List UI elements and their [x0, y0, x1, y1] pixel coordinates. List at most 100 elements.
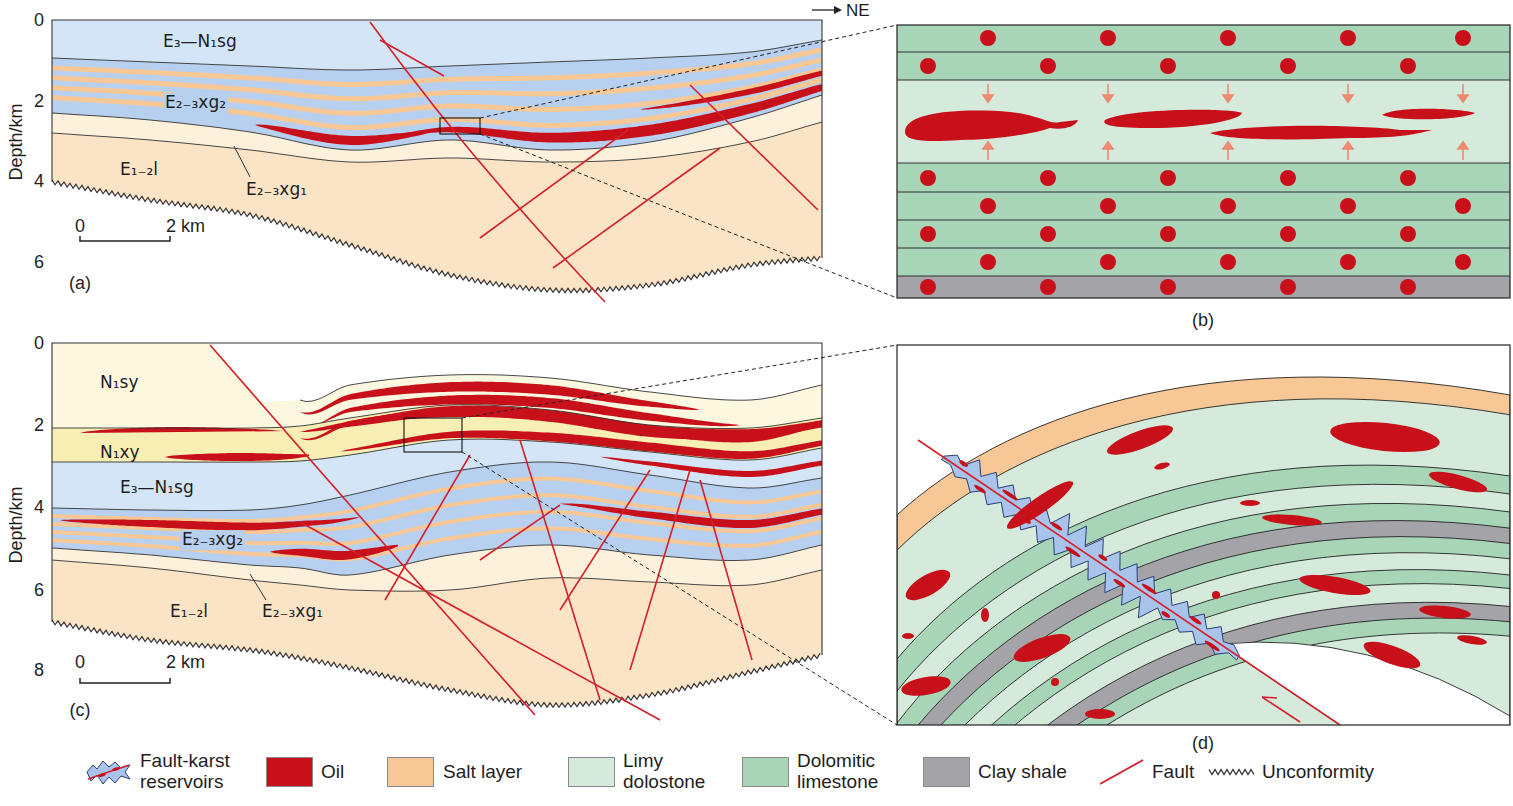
legend-symbol	[112, 766, 121, 772]
panel-frame	[897, 345, 1510, 725]
migration-arrow	[1343, 142, 1353, 149]
stratum-boundary	[52, 122, 822, 162]
oil-droplet	[920, 226, 936, 242]
oil-lens	[981, 608, 989, 622]
oil-droplet	[1340, 198, 1356, 214]
stratum-boundary	[52, 405, 822, 429]
legend-swatch	[923, 757, 970, 787]
section-b-strata	[897, 25, 1510, 52]
salt-layer	[52, 528, 822, 559]
stratum-fill	[52, 20, 822, 70]
oil-lens	[1010, 628, 1073, 667]
scale-label: 0	[75, 216, 85, 237]
migration-arrow	[1103, 142, 1113, 149]
tick-label: 6	[34, 580, 44, 601]
fault-line	[690, 85, 818, 210]
stratum-boundary	[300, 375, 822, 402]
section-b-strata	[897, 80, 1510, 81]
panel-label: (c)	[70, 700, 91, 721]
section-b-strata	[897, 276, 1510, 298]
stratum-boundary	[52, 545, 822, 575]
migration-arrow	[1103, 95, 1113, 102]
oil-droplet	[1400, 226, 1416, 242]
legend-symbol	[1100, 760, 1143, 784]
oil-lens	[1051, 678, 1059, 686]
section-d-strata	[1220, 642, 1510, 725]
section-b-strata	[897, 192, 1510, 220]
legend-symbol	[98, 772, 107, 778]
oil-layer	[165, 453, 309, 461]
oil-lens	[1427, 467, 1489, 496]
tick-label: 4	[34, 171, 44, 192]
section-b-strata	[897, 220, 1510, 221]
oil-droplet	[980, 254, 996, 270]
legend-text: Salt layer	[443, 762, 522, 783]
oil-droplet	[920, 30, 1471, 295]
oil-droplet	[1455, 30, 1471, 46]
tick-label: 0	[34, 333, 44, 354]
oil-droplet	[1040, 279, 1056, 295]
slip-arrow	[1262, 697, 1277, 698]
stratum-boundary	[52, 439, 822, 462]
oil-lens	[905, 111, 1078, 141]
legend-swatch	[387, 757, 434, 787]
section-d-strata	[897, 633, 1510, 725]
oil-droplet	[1220, 30, 1236, 46]
stratum-label: E₂₋₃xg₁	[246, 180, 307, 200]
zoom-line	[480, 25, 897, 118]
section-d-strata	[897, 345, 1510, 725]
oil-lens	[1212, 591, 1220, 599]
zoom-line	[480, 134, 897, 298]
oil-droplet	[1400, 58, 1416, 74]
stratum-label: E₃—N₁sg	[120, 478, 194, 498]
oil-lens	[1382, 109, 1475, 120]
stratum-label: E₃—N₁sg	[163, 32, 237, 52]
oil-droplet	[1455, 254, 1471, 270]
oil-lens	[1153, 461, 1170, 471]
legend-text: Fault	[1152, 762, 1194, 783]
tick-label: 0	[34, 10, 44, 31]
section-b-strata	[897, 52, 1510, 276]
fault-line	[370, 22, 818, 302]
scale-bar	[80, 678, 170, 683]
oil-droplet	[1455, 198, 1471, 214]
tick-label: 2	[34, 415, 44, 436]
panel-frame	[52, 20, 822, 258]
fault-line	[370, 22, 605, 302]
section-b-strata	[897, 192, 1510, 193]
stratum-label: E₂₋₃xg₂	[163, 93, 228, 113]
migration-arrow	[1458, 142, 1468, 149]
section-b-strata	[897, 25, 1510, 298]
oil-lens	[900, 673, 952, 699]
oil-droplet	[920, 170, 936, 186]
fault-line	[210, 345, 535, 715]
panel-label: (a)	[69, 273, 91, 294]
tick-label: 8	[34, 660, 44, 681]
oil-droplet	[1160, 170, 1176, 186]
unconformity-line	[52, 620, 820, 708]
stratum-label: N₁xy	[100, 443, 140, 463]
slip-arrow	[1262, 697, 1300, 722]
fault-line	[560, 470, 650, 610]
oil-droplet	[1220, 254, 1236, 270]
oil-lens	[1210, 126, 1432, 140]
stratum-fill	[52, 20, 822, 291]
oil-droplet	[1100, 30, 1116, 46]
fault-line	[553, 148, 720, 268]
legend-symbol	[1208, 757, 1255, 787]
fault-line	[918, 440, 1340, 725]
legend-symbol	[1098, 757, 1145, 787]
oil-droplet	[920, 279, 936, 295]
oil-lens	[1240, 500, 1260, 506]
legend-text: Clay shale	[978, 762, 1067, 783]
fault-line	[380, 40, 444, 76]
oil-layer	[60, 517, 360, 530]
stratum-fill	[52, 20, 822, 162]
oil-lens	[1098, 553, 1109, 562]
stratum-fill	[52, 343, 822, 575]
oil-layer	[400, 84, 822, 143]
oil-droplet	[980, 198, 996, 214]
fault-line	[385, 455, 470, 600]
fault-line	[300, 522, 660, 720]
